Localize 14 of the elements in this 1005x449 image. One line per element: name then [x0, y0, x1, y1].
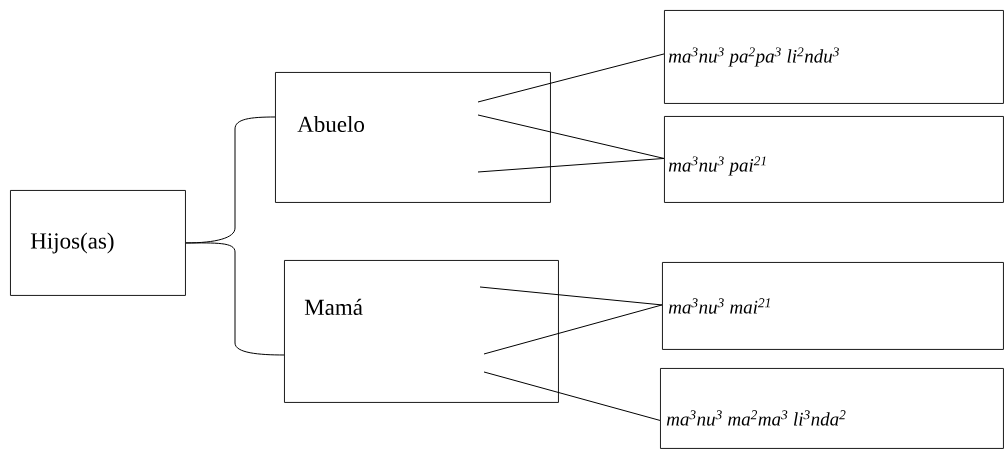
connector-line — [483, 371, 661, 421]
label-box: Abuelo — [275, 72, 551, 203]
connector-line — [483, 304, 663, 355]
connector-line — [477, 53, 665, 103]
term-box: ma$^{3}$nu$^{3}$ mai$^{21}$ — [662, 262, 1004, 350]
connector-line — [477, 114, 665, 159]
label-box: Mamá — [284, 260, 559, 403]
label-box: Hijos(as) — [10, 190, 186, 296]
brace-half — [185, 242, 285, 356]
term-box: ma$^{3}$nu$^{3}$ ma$^{2}$ma$^{3}$ li$^{3}$nda$^{2}$ — [660, 368, 1004, 449]
term-box: ma$^{3}$nu$^{3}$ pai$^{21}$ — [664, 116, 1004, 203]
term-box: ma$^{3}$nu$^{3}$ pa$^{2}$pa$^{3}$ li$^{2}$ndu$^{3}$ — [664, 10, 1004, 104]
connector-line — [479, 286, 663, 306]
connector-line — [477, 157, 665, 173]
